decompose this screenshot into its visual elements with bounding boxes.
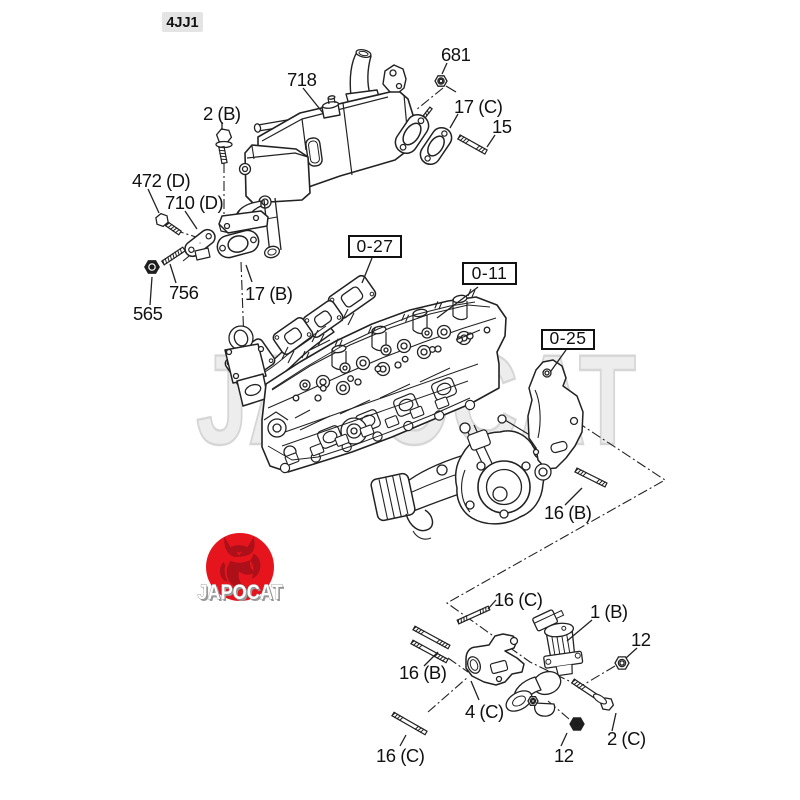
svg-text:15: 15 <box>492 116 512 137</box>
svg-text:472 (D): 472 (D) <box>132 170 191 191</box>
svg-text:0-25: 0-25 <box>549 328 586 348</box>
svg-text:710 (D): 710 (D) <box>165 192 224 213</box>
svg-text:16 (C): 16 (C) <box>494 589 543 610</box>
svg-text:16 (B): 16 (B) <box>544 502 592 523</box>
svg-text:681: 681 <box>441 44 471 65</box>
svg-text:16 (C): 16 (C) <box>376 745 425 766</box>
svg-text:12: 12 <box>554 745 574 766</box>
svg-text:12: 12 <box>631 629 651 650</box>
svg-text:565: 565 <box>133 303 163 324</box>
svg-text:17 (B): 17 (B) <box>245 283 293 304</box>
svg-text:JAPOCAT: JAPOCAT <box>198 580 283 604</box>
svg-text:0-11: 0-11 <box>472 263 508 283</box>
svg-text:1 (B): 1 (B) <box>590 601 628 622</box>
svg-text:2 (B): 2 (B) <box>203 103 241 124</box>
svg-text:17 (C): 17 (C) <box>454 96 503 117</box>
svg-text:756: 756 <box>169 282 199 303</box>
svg-text:16 (B): 16 (B) <box>399 662 447 683</box>
svg-text:2 (C): 2 (C) <box>607 728 646 749</box>
svg-text:0-27: 0-27 <box>356 236 393 256</box>
svg-text:4 (C): 4 (C) <box>465 701 504 722</box>
svg-text:4JJ1: 4JJ1 <box>166 15 198 31</box>
svg-text:718: 718 <box>287 69 317 90</box>
svg-text:JAPOCAT: JAPOCAT <box>199 582 284 606</box>
